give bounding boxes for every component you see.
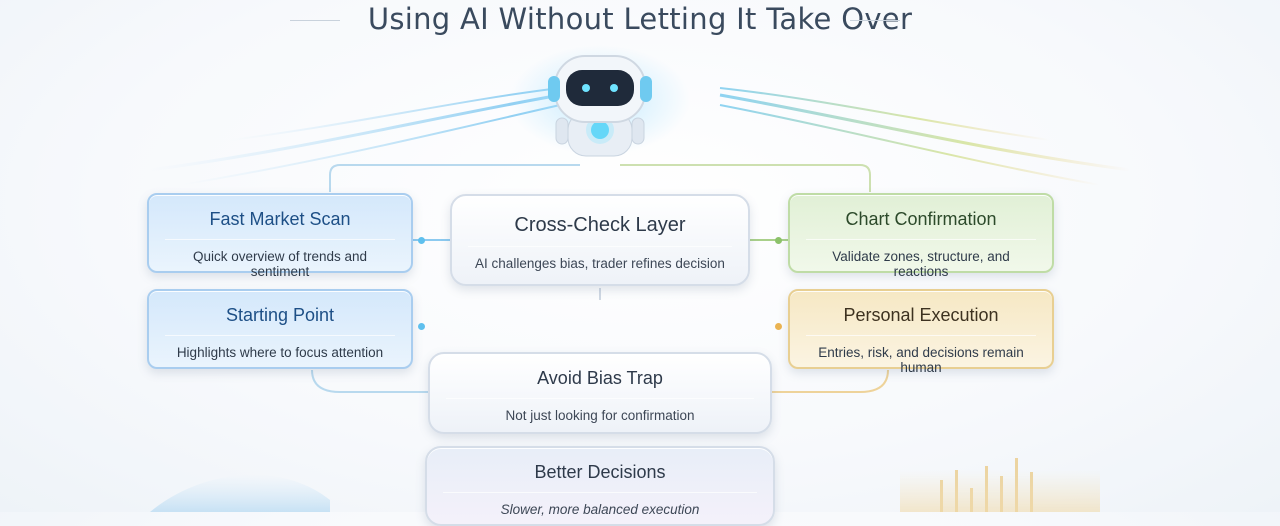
streak-left-1	[149, 93, 561, 172]
card-title: Personal Execution	[843, 305, 999, 325]
card-title: Cross-Check Layer	[514, 214, 686, 236]
card-fast-market-scan: Fast Market Scan Quick overview of trend…	[147, 193, 413, 279]
card-personal-execution: Personal Execution Entries, risk, and de…	[788, 289, 1054, 375]
connector-dot	[775, 323, 782, 330]
card-title: Fast Market Scan	[209, 209, 351, 229]
card-description: AI challenges bias, trader refines decis…	[468, 246, 732, 271]
card-cross-check-layer: Cross-Check Layer AI challenges bias, tr…	[450, 194, 750, 286]
card-better-decisions: Better Decisions Slower, more balanced e…	[425, 446, 775, 526]
connector-dot	[775, 237, 782, 244]
connector-dot	[418, 237, 425, 244]
streak-right-3	[719, 87, 1051, 141]
candlestick-chart-icon	[900, 458, 1100, 512]
card-starting-point: Starting Point Highlights where to focus…	[147, 289, 413, 369]
streak-left-2	[179, 104, 561, 186]
card-description: Not just looking for confirmation	[446, 398, 754, 423]
bottom-left-wave	[150, 474, 330, 512]
card-description: Quick overview of trends and sentiment	[165, 239, 395, 279]
card-description: Slower, more balanced execution	[443, 492, 757, 517]
streak-right-1	[719, 93, 1131, 172]
robot-icon	[548, 55, 652, 157]
card-title: Chart Confirmation	[845, 209, 997, 229]
card-chart-confirmation: Chart Confirmation Validate zones, struc…	[788, 193, 1054, 279]
title-left-rule	[290, 20, 340, 21]
card-description: Validate zones, structure, and reactions	[806, 239, 1036, 279]
connector-lines	[149, 45, 1131, 512]
card-title: Better Decisions	[534, 462, 666, 482]
card-title: Starting Point	[225, 305, 335, 325]
title-row: Using AI Without Letting It Take Over	[0, 0, 1280, 40]
page-title: Using AI Without Letting It Take Over	[367, 2, 913, 36]
title-right-rule	[850, 20, 900, 21]
connector-dot	[418, 323, 425, 330]
card-title: Avoid Bias Trap	[537, 368, 663, 388]
card-description: Entries, risk, and decisions remain huma…	[806, 335, 1036, 375]
card-description: Highlights where to focus attention	[165, 335, 395, 360]
card-avoid-bias-trap: Avoid Bias Trap Not just looking for con…	[428, 352, 772, 434]
streak-right-2	[719, 104, 1101, 186]
